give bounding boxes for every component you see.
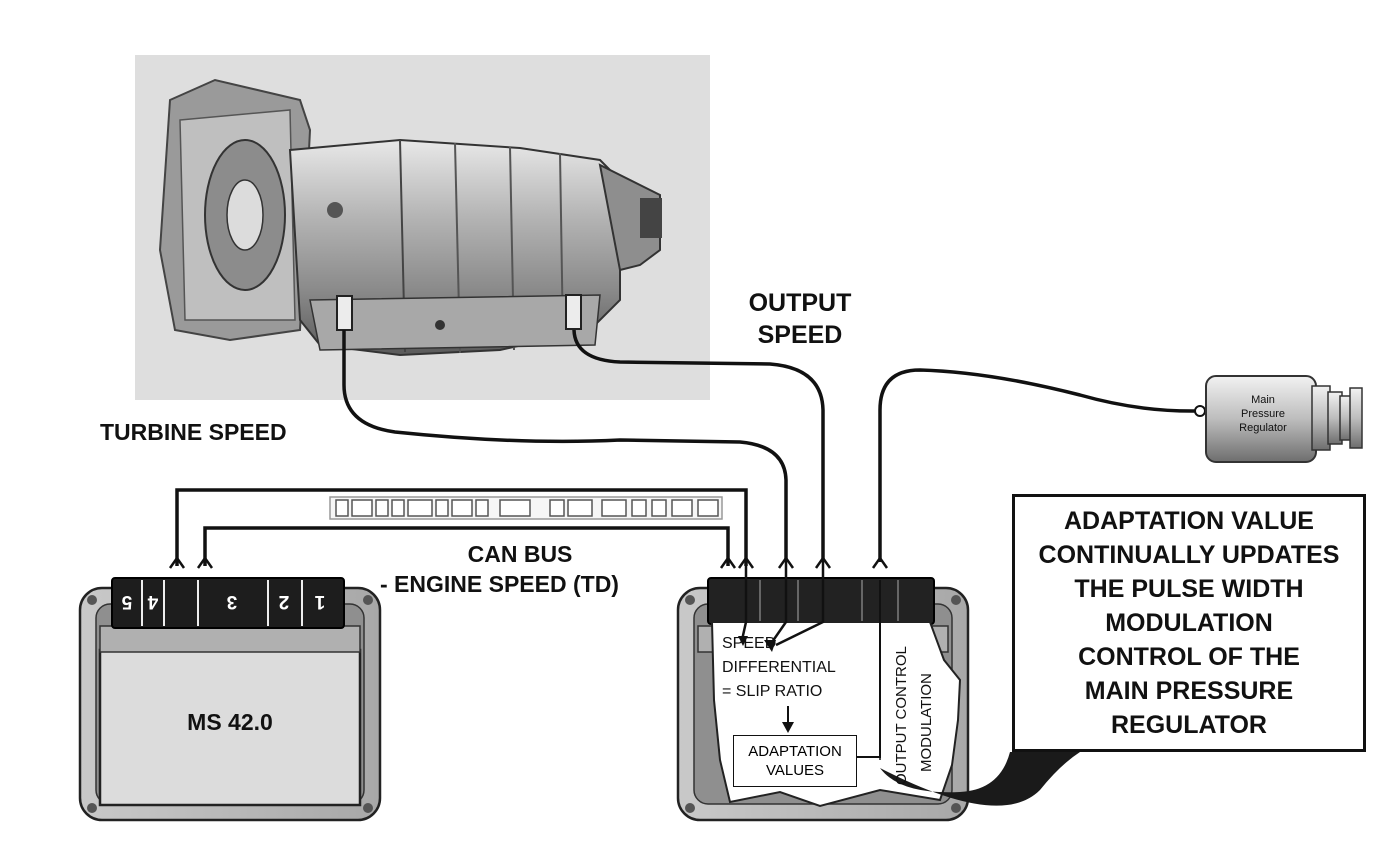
pin-1: 1 — [314, 591, 326, 612]
pin-2: 2 — [278, 591, 290, 612]
sensor-wires — [342, 329, 1199, 562]
transmission-image — [135, 55, 710, 400]
can-bus-lines — [175, 488, 748, 566]
callout-text: ADAPTATION VALUE CONTINUALLY UPDATES THE… — [1038, 507, 1340, 739]
output-speed-label: OUTPUT SPEED — [748, 289, 852, 349]
adaptation-values-text: ADAPTATION VALUES — [748, 743, 842, 779]
pin-arrows — [168, 555, 889, 569]
adaptation-callout: ADAPTATION VALUE CONTINUALLY UPDATES THE… — [1012, 494, 1366, 752]
regulator-label: Main Pressure Regulator — [1239, 394, 1287, 434]
engine-speed-label: - ENGINE SPEED (TD) — [380, 571, 619, 597]
output-control-text: OUTPUT CONTROL — [893, 646, 910, 785]
main-pressure-regulator — [1194, 375, 1363, 463]
ecu-ms42-module — [78, 577, 382, 822]
turbine-speed-label: TURBINE SPEED — [100, 419, 287, 445]
ecu-name: MS 42.0 — [187, 709, 273, 735]
modulation-text: MODULATION — [918, 673, 935, 772]
can-bus-label: CAN BUS — [467, 541, 573, 567]
pin-3: 3 — [226, 591, 238, 612]
can-bus-signal — [329, 496, 723, 520]
callout-tail — [880, 752, 1080, 806]
adaptation-values-box: ADAPTATION VALUES — [733, 735, 857, 787]
speed-differential-text: SPEED DIFFERENTIAL = SLIP RATIO — [722, 635, 836, 700]
pin-5: 5 — [121, 591, 133, 612]
pin-4: 4 — [147, 591, 159, 612]
